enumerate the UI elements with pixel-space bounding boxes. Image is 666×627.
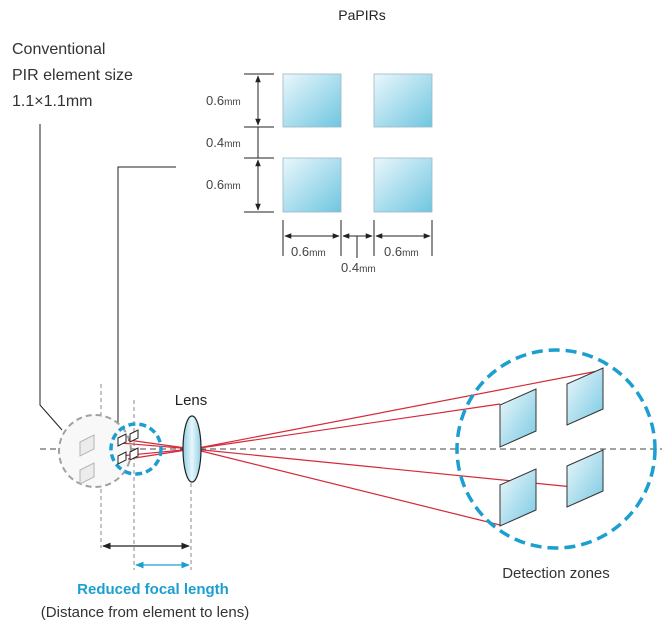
papirs-element-circle	[109, 422, 163, 476]
lens-label: Lens	[175, 392, 208, 409]
papirs-small-elements	[117, 429, 139, 465]
conventional-leader-line	[39, 124, 63, 431]
element-square	[282, 73, 342, 128]
detection-zones-circle	[455, 348, 657, 550]
conventional-label-line2: PIR element size	[12, 67, 133, 84]
dim-v-top: 0.6mm	[206, 93, 241, 108]
dim-h-gap: 0.4mm	[341, 260, 376, 275]
vertical-dimensions	[244, 73, 274, 213]
conventional-element-circle	[58, 414, 132, 488]
horizontal-dimensions	[282, 220, 433, 258]
dim-h-right: 0.6mm	[384, 244, 419, 259]
dim-h-left: 0.6mm	[291, 244, 326, 259]
conventional-element	[79, 434, 95, 457]
diagram-title: PaPIRs	[338, 7, 385, 23]
element-square	[373, 157, 433, 213]
conventional-element	[79, 462, 95, 485]
detection-zones-label: Detection zones	[502, 565, 610, 582]
lens	[182, 415, 202, 483]
detection-zone	[566, 449, 604, 508]
conventional-label-line3: 1.1×1.1mm	[12, 93, 92, 110]
dim-v-gap: 0.4mm	[206, 135, 241, 150]
reduced-focal-label: Reduced focal length	[77, 581, 229, 598]
papirs-element-grid	[282, 73, 433, 213]
detection-zones	[499, 367, 604, 527]
detection-zone	[566, 367, 604, 426]
detection-zone	[499, 388, 537, 448]
element-square	[373, 73, 433, 128]
element-square	[282, 157, 342, 213]
papirs-leader-line	[117, 166, 176, 430]
detection-zone	[499, 468, 537, 527]
focal-note: (Distance from element to lens)	[41, 604, 249, 621]
dim-v-bottom: 0.6mm	[206, 177, 241, 192]
conventional-label-line1: Conventional	[12, 41, 105, 58]
